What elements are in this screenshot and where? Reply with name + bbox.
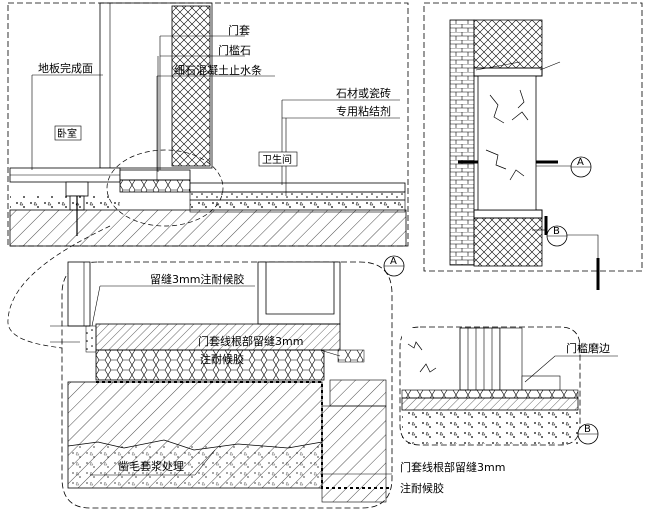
label-grinding-treatment: 凿毛套浆处理	[118, 459, 184, 473]
overall-section-view: 门套 门槛石 细石混凝土止水条 地板完成面 卧室 卫生间 石材或瓷砖 专用粘结剂	[7, 2, 409, 247]
detail-a-view: 留缝3mm注耐候胶 门套线根部留缝3mm 注耐候胶 凿毛套浆处理 门套线根部留缝…	[7, 225, 505, 509]
section-marker-a-detail-label: A	[390, 256, 397, 267]
brick-wall-left	[449, 19, 475, 266]
threshold-stone-small	[119, 169, 191, 181]
label-bedroom: 卧室	[57, 127, 77, 140]
bathroom-tile-layer	[189, 182, 406, 193]
label-casing-root-gap-b-line1: 门套线根部留缝3mm	[400, 460, 505, 474]
detail-callout-circle	[106, 149, 224, 227]
section-marker-a-plan-label: A	[577, 157, 584, 168]
detail-b-slab	[401, 397, 579, 411]
label-special-adhesive: 专用粘结剂	[336, 104, 391, 118]
label-concrete-water-stop: 细石混凝土止水条	[174, 63, 262, 77]
section-marker-b-plan-label: B	[553, 226, 560, 237]
wall-block-top	[473, 19, 543, 76]
label-gap-3mm-sealant: 留缝3mm注耐候胶	[150, 272, 244, 286]
label-stone-or-tile: 石材或瓷砖	[336, 86, 391, 100]
door-leaf	[171, 5, 211, 167]
section-marker-b-detail-label: B	[584, 424, 591, 435]
label-threshold-edge: 门槛磨边	[566, 341, 610, 355]
detail-b-view: 门槛磨边 B	[399, 326, 618, 446]
wall-above	[99, 2, 213, 169]
detail-a-door-frame	[257, 261, 341, 325]
label-casing-root-gap-a-line1: 门套线根部留缝3mm	[198, 334, 303, 348]
detail-a-wall-left	[67, 261, 91, 327]
label-threshold-stone: 门槛石	[218, 43, 251, 57]
detail-b-frame	[459, 327, 501, 391]
label-casing-root-gap-b-line2: 注耐候胶	[400, 481, 444, 495]
detail-a-threshold-stone	[95, 323, 341, 351]
label-bathroom: 卫生间	[262, 153, 292, 166]
structural-slab	[9, 209, 407, 247]
wall-block-bottom	[473, 215, 543, 267]
door-plan-view: A B	[423, 2, 643, 290]
detail-a-mortar-layer	[95, 349, 325, 381]
threshold-stone-plan	[477, 75, 537, 211]
label-casing-root-gap-a-line2: 注耐候胶	[200, 352, 244, 366]
label-door-casing: 门套	[228, 23, 250, 37]
label-floor-finish: 地板完成面	[38, 61, 93, 75]
